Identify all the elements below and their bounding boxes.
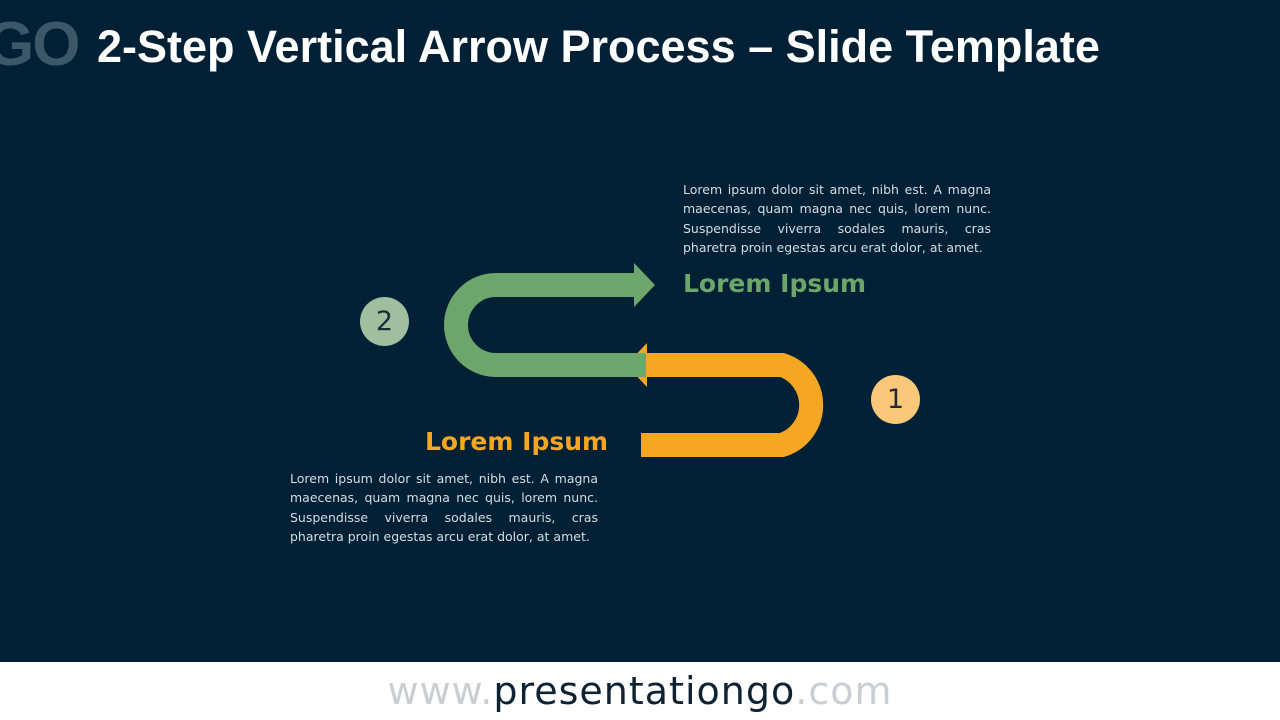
slide: GO 2-Step Vertical Arrow Process – Slide… xyxy=(0,0,1280,662)
step-1-arrow-body xyxy=(641,353,824,457)
brand-logo: GO xyxy=(0,10,80,79)
footer-website-link[interactable]: www.presentationgo.com xyxy=(0,662,1280,720)
footer-suffix: .com xyxy=(795,669,893,713)
step-1-description: Lorem ipsum dolor sit amet, nibh est. A … xyxy=(290,471,598,544)
step-2-arrow-body xyxy=(444,273,646,377)
arrow-process-diagram xyxy=(444,263,824,457)
slide-title: 2-Step Vertical Arrow Process – Slide Te… xyxy=(97,21,1100,72)
footer-prefix: www. xyxy=(387,669,494,713)
step-1-number-badge: 1 xyxy=(871,375,920,424)
step-2-heading: Lorem Ipsum xyxy=(683,269,867,298)
footer-domain: presentationgo xyxy=(493,669,796,713)
step-1-heading: Lorem Ipsum xyxy=(425,427,609,456)
step-2-number-badge: 2 xyxy=(360,297,409,346)
step-2-arrowhead-icon xyxy=(634,263,655,307)
step-2-description: Lorem ipsum dolor sit amet, nibh est. A … xyxy=(683,182,991,255)
